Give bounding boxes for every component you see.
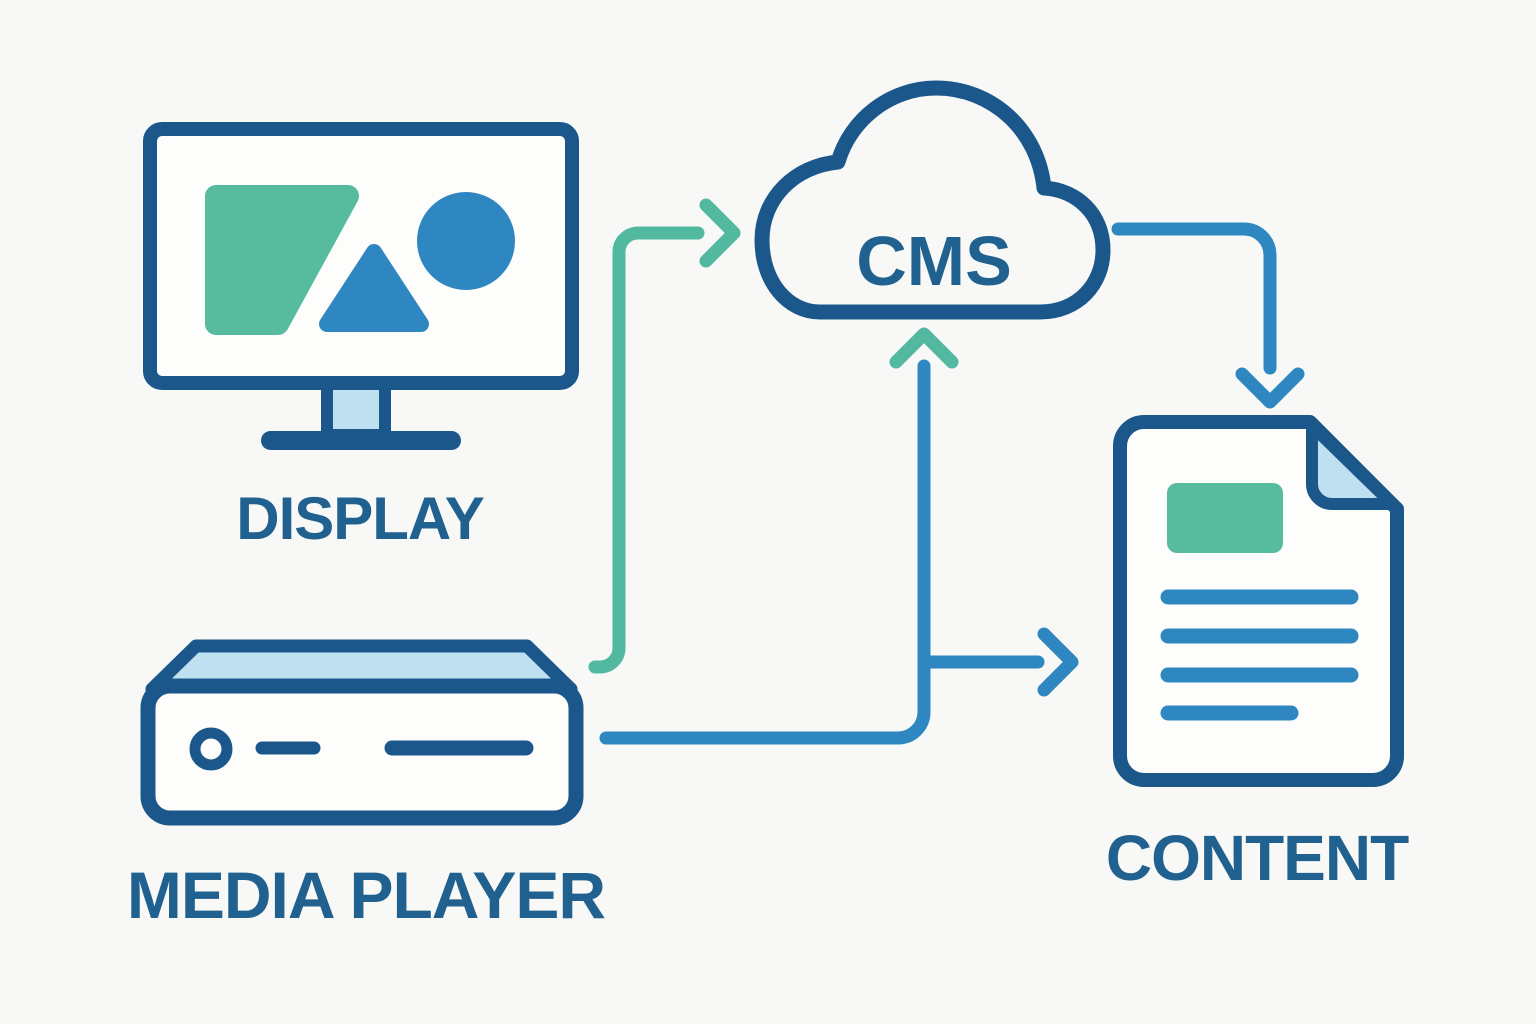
media-player-front-face	[140, 678, 584, 826]
arrow-shaft	[599, 359, 931, 745]
arrow-shaft	[588, 226, 705, 674]
document-icon	[1113, 415, 1404, 787]
blue-circle-shape	[417, 192, 515, 290]
arrowhead-down-icon	[1235, 367, 1305, 409]
arrow-shaft	[1111, 222, 1277, 375]
media-player-label: MEDIA PLAYER	[126, 858, 606, 932]
media-player-box-icon	[140, 639, 584, 826]
display-label: DISPLAY	[236, 485, 485, 552]
arrow-mediaplayer-to-content-and-cms	[599, 327, 1079, 745]
document-folded-corner	[1306, 420, 1398, 510]
cloud-icon	[754, 80, 1111, 320]
cloud-outline	[754, 80, 1111, 320]
content-label: CONTENT	[1105, 822, 1409, 894]
document-green-block	[1167, 483, 1283, 553]
arrowhead-right-icon	[699, 198, 741, 268]
monitor-stand-base	[261, 431, 461, 450]
media-player-power-knob	[189, 727, 233, 771]
arrowhead-up-icon	[889, 327, 959, 369]
arrowhead-right-icon	[1037, 627, 1079, 697]
monitor-icon	[143, 122, 579, 450]
blue-triangle-shape	[319, 244, 429, 332]
green-quad-shape	[205, 185, 359, 335]
arrow-mediaplayer-to-cms	[588, 198, 741, 674]
arrow-cms-to-content	[1111, 222, 1305, 409]
cms-label: CMS	[856, 222, 1012, 300]
